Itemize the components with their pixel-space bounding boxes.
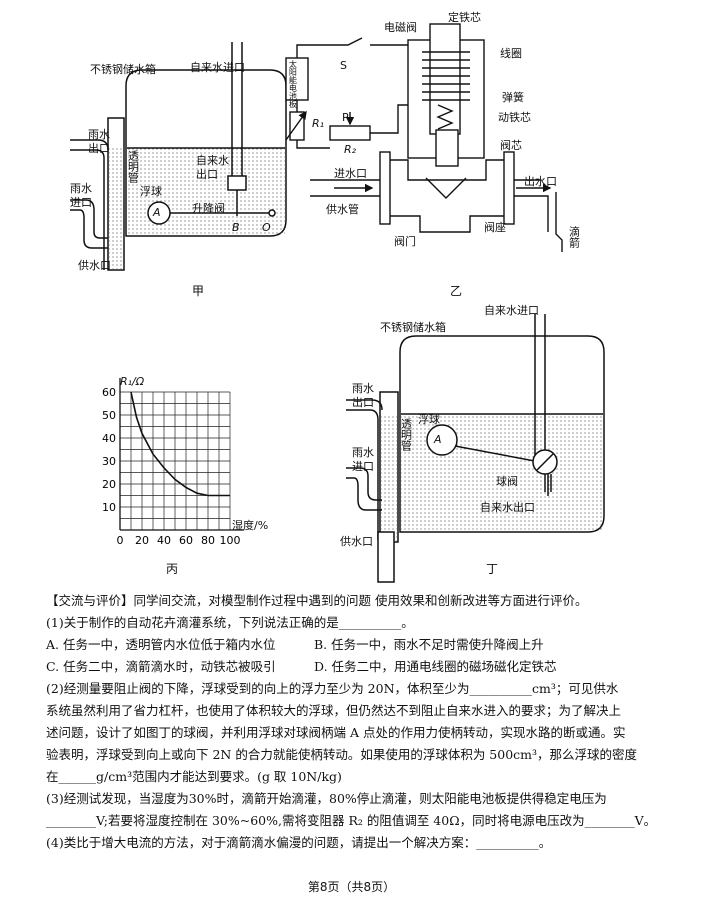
yi-spring-label: 弹簧 [502,91,524,104]
option-d: D. 任务二中，用通电线圈的磁场磁化定铁芯 [314,659,557,674]
jia-tank-label: 不锈钢储水箱 [90,63,156,76]
option-row-ab: A. 任务一中，透明管内水位低于箱内水位 B. 任务一中，雨水不足时需使升降阀上升 [46,634,686,656]
figure-jia [70,42,287,271]
text-line-10: (3)经测试发现，当湿度为30%时，滴箭开始滴灌，80%停止滴灌，则太阳能电池板… [46,791,607,806]
ding-rain-inlet-label: 雨水 进口 [352,446,374,473]
page-footer: 第8页（共8页） [307,880,396,894]
yi-caption: 乙 [450,284,463,298]
yi-r1-label: R₁ [312,117,325,130]
text-line-6: 系统虽然利用了省力杠杆，也使用了体积较大的浮球，但仍然达不到阻止自来水进入的要求… [46,703,622,718]
yi-valve-core-label: 阀芯 [500,139,522,152]
x-tick-label: 40 [157,534,171,547]
x-tick-label: 0 [117,534,124,547]
jia-inlet-label: 自来水进口 [190,61,245,74]
ding-inlet-label: 自来水进口 [484,304,539,317]
yi-in-label: 进水口 [334,167,367,180]
jia-valve-label: 升降阀 [192,202,225,215]
text-line-2: (1)关于制作的自动花卉滴灌系统，下列说法正确的是__________。 [46,615,414,630]
bing-ylabel: R₁/Ω [120,375,145,388]
figure-yi [285,23,563,252]
ding-point-a: A [434,433,442,446]
yi-battery-label: 太阳能电池板 [288,60,298,108]
option-a: A. 任务一中，透明管内水位低于箱内水位 [46,637,276,652]
text-line-9: 在______g/cm³范围内才能达到要求。(g 取 10N/kg) [46,769,342,784]
x-tick-label: 60 [179,534,193,547]
yi-seat-label: 阀座 [484,221,506,234]
y-tick-label: 10 [102,501,116,514]
y-tick-label: 60 [102,386,116,399]
text-line-7: 述问题，设计了如图丁的球阀，并利用浮球对球阀柄端 A 点处的作用力使柄转动，实现… [46,725,626,740]
jia-tap-outlet-label: 自来水 出口 [196,154,229,181]
chart-bing: 0 20 40 60 80 100 10 20 30 40 50 60 [102,378,244,547]
jia-point-b: B [232,221,240,234]
jia-tube-label: 透明管 [126,150,140,183]
option-row-cd: C. 任务二中，滴箭滴水时，动铁芯被吸引 D. 任务二中，用通电线圈的磁场磁化定铁… [46,656,686,678]
y-tick-label: 20 [102,478,116,491]
question-block: 【交流与评价】同学间交流，对模型制作过程中遇到的问题 使用效果和创新改进等方面进… [46,590,686,854]
ding-float-label: 浮球 [418,413,440,426]
figure-ding [346,314,605,583]
yi-fixed-core-label: 定铁芯 [448,11,481,24]
ding-caption: 丁 [486,562,499,576]
text-line-11: ________V;若要将湿度控制在 30%~60%,需将变阻器 R₂ 的阻值调… [46,813,657,828]
resistance-curve [130,391,230,497]
ding-tank-label: 不锈钢储水箱 [380,321,446,334]
jia-caption: 甲 [192,284,205,298]
ding-ball-valve-label: 球阀 [496,475,518,488]
text-line-5: (2)经测量要阻止阀的下降，浮球受到的向上的浮力至少为 20N，体积至少为___… [46,681,619,696]
text-line-1: 【交流与评价】同学间交流，对模型制作过程中遇到的问题 使用效果和创新改进等方面进… [46,593,588,608]
yi-r2-label: R₂ [344,143,357,156]
y-tick-label: 40 [102,432,116,445]
x-tick-label: 100 [220,534,241,547]
bing-xlabel: 湿度/% [232,519,269,532]
yi-dripper-label: 滴箭 [567,226,581,248]
x-tick-label: 20 [135,534,149,547]
yi-p-label: P [342,111,349,124]
option-c: C. 任务二中，滴箭滴水时，动铁芯被吸引 [46,659,276,674]
jia-float-label: 浮球 [140,185,162,198]
text-line-8: 验表明，浮球受到向上或向下 2N 的合力就能使柄转动。如果使用的浮球体积为 50… [46,747,638,762]
yi-solenoid-label: 电磁阀 [384,21,417,34]
y-tick-label: 50 [102,409,116,422]
ding-supply-label: 供水口 [340,535,373,548]
jia-point-o: O [262,221,271,234]
x-tick-label: 80 [201,534,215,547]
yi-moving-core-label: 动铁芯 [498,111,531,124]
yi-out-label: 出水口 [524,175,557,188]
yi-gate-label: 阀门 [394,235,416,248]
option-b: B. 任务一中，雨水不足时需使升降阀上升 [314,637,544,652]
text-line-12: (4)类比于增大电流的方法，对于滴箭滴水偏漫的问题，请提出一个解决方案：____… [46,835,552,850]
ding-tap-outlet-label: 自来水出口 [480,501,535,514]
jia-point-a: A [153,206,161,219]
jia-rain-inlet-label: 雨水 进口 [70,182,92,209]
y-tick-label: 30 [102,455,116,468]
jia-supply-label: 供水口 [78,259,111,272]
yi-pipe-label: 供水管 [326,203,359,216]
bing-caption: 丙 [166,562,179,576]
ding-rain-outlet-label: 雨水 出口 [352,382,374,409]
ding-tube-label: 透明管 [399,418,413,451]
yi-coil-label: 线圈 [500,47,522,60]
yi-switch-label: S [340,59,347,72]
jia-rain-outlet-label: 雨水 出口 [88,128,110,155]
